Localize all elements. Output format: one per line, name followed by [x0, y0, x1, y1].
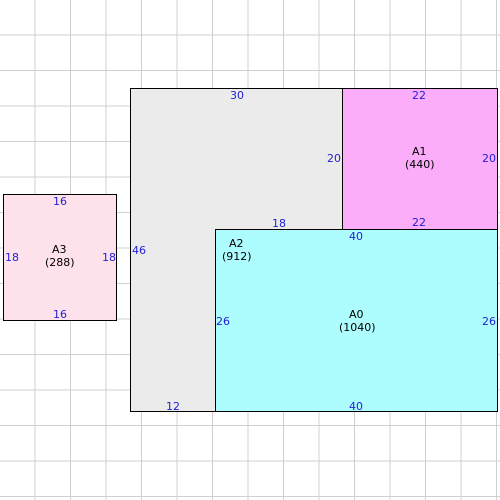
region-a1-dim-top: 22 — [412, 89, 426, 102]
region-a2-area: (912) — [222, 250, 252, 263]
region-a1-name: A1 — [412, 145, 427, 158]
region-a2-name: A2 — [229, 237, 244, 250]
region-a2-dim-left: 46 — [132, 244, 146, 257]
region-a0[interactable] — [215, 229, 498, 412]
region-a1-dim-right: 20 — [482, 152, 496, 165]
region-a1-dim-left: 20 — [327, 152, 341, 165]
region-a1-area: (440) — [405, 158, 435, 171]
region-a3-dim-bottom: 16 — [53, 308, 67, 321]
region-a3-dim-top: 16 — [53, 195, 67, 208]
region-a0-dim-left: 26 — [216, 315, 230, 328]
region-a0-dim-top: 40 — [349, 230, 363, 243]
region-a3-name: A3 — [52, 243, 67, 256]
region-a3-area: (288) — [45, 256, 75, 269]
region-a1-dim-bottom: 22 — [412, 216, 426, 229]
region-a3-dim-right: 18 — [102, 251, 116, 264]
region-a3[interactable] — [3, 194, 117, 321]
region-a2-dim-bottom: 12 — [166, 400, 180, 413]
region-a0-name: A0 — [349, 308, 364, 321]
region-a2-dim-inner: 18 — [272, 217, 286, 230]
region-a0-area: (1040) — [339, 321, 376, 334]
region-a3-dim-left: 18 — [5, 251, 19, 264]
region-a1[interactable] — [342, 88, 498, 230]
region-a2-dim-top: 30 — [230, 89, 244, 102]
region-a0-dim-bottom: 40 — [349, 400, 363, 413]
region-a0-dim-right: 26 — [482, 315, 496, 328]
